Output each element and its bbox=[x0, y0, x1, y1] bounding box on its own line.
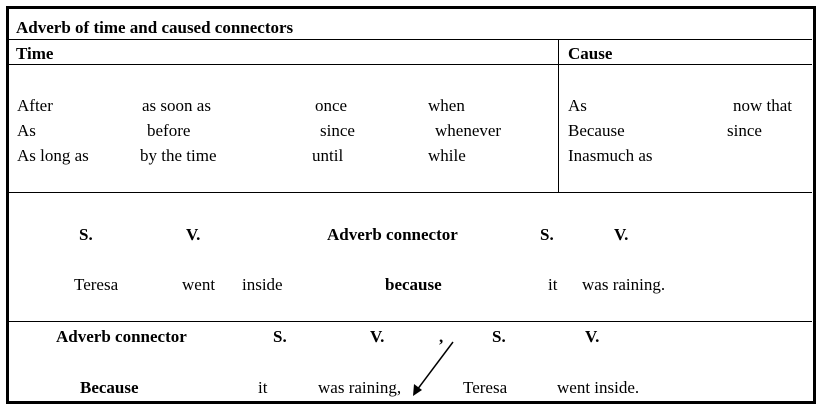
example1-label-subject: S. bbox=[540, 225, 554, 244]
column-divider bbox=[558, 39, 559, 192]
section-divider-1 bbox=[8, 192, 812, 193]
cause-word: Inasmuch as bbox=[568, 146, 653, 165]
example1-label-connector: Adverb connector bbox=[327, 225, 458, 244]
example1-label-verb: V. bbox=[614, 225, 629, 244]
time-header: Time bbox=[16, 44, 54, 63]
connector-table bbox=[6, 6, 816, 404]
cause-header: Cause bbox=[568, 44, 613, 63]
time-word: After bbox=[17, 96, 53, 115]
example2-label-connector: Adverb connector bbox=[56, 327, 187, 346]
cause-word: As bbox=[568, 96, 587, 115]
example1-label-subject: S. bbox=[79, 225, 93, 244]
section-divider-2 bbox=[8, 321, 812, 322]
cause-word: now that bbox=[733, 96, 793, 115]
cause-word: Because bbox=[568, 121, 625, 140]
example1-word: was raining. bbox=[582, 275, 666, 294]
example2-word-connector: Because bbox=[80, 378, 139, 397]
example2-label-verb: V. bbox=[370, 327, 385, 346]
example1-word: it bbox=[548, 275, 558, 294]
example2-label-subject: S. bbox=[273, 327, 287, 346]
time-word: until bbox=[312, 146, 344, 165]
time-word: once bbox=[315, 96, 348, 115]
time-word: when bbox=[428, 96, 465, 115]
cause-word: since bbox=[727, 121, 762, 140]
example1-label-verb: V. bbox=[186, 225, 201, 244]
time-word: as soon as bbox=[142, 96, 211, 115]
example1-word: went bbox=[182, 275, 216, 294]
time-word: by the time bbox=[140, 146, 217, 165]
example2-word: it bbox=[258, 378, 268, 397]
title-divider bbox=[8, 39, 812, 40]
time-word: As long as bbox=[17, 146, 89, 165]
example2-word: was raining, bbox=[318, 378, 402, 397]
time-word: As bbox=[17, 121, 36, 140]
example1-word: inside bbox=[242, 275, 283, 294]
example2-word: went inside. bbox=[557, 378, 640, 397]
header-divider bbox=[8, 64, 812, 65]
example1-word: Teresa bbox=[74, 275, 119, 294]
time-word: since bbox=[320, 121, 355, 140]
example2-label-subject: S. bbox=[492, 327, 506, 346]
example2-label-verb: V. bbox=[585, 327, 600, 346]
time-word: whenever bbox=[435, 121, 502, 140]
table-title: Adverb of time and caused connectors bbox=[16, 18, 294, 37]
example2-word: Teresa bbox=[463, 378, 508, 397]
time-word: while bbox=[428, 146, 466, 165]
time-word: before bbox=[147, 121, 191, 140]
example1-word-connector: because bbox=[385, 275, 442, 294]
example2-label-comma: , bbox=[439, 327, 444, 346]
